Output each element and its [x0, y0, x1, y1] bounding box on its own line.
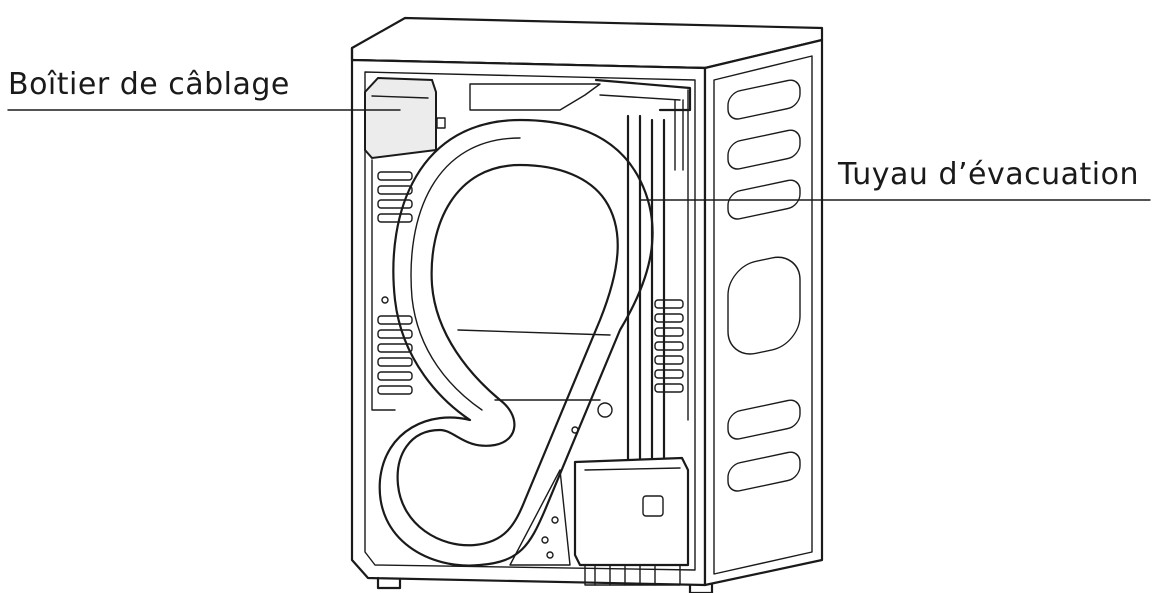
drain-hose	[594, 78, 692, 462]
drain-hose-label: Tuyau d’évacuation	[838, 157, 1140, 192]
back-panel-details	[371, 83, 689, 567]
callout-leaders	[7, 109, 1151, 201]
drum-ring	[378, 118, 654, 567]
wiring-box	[364, 76, 446, 160]
pump-box	[573, 456, 690, 586]
side-vent-slots	[727, 79, 801, 492]
right-louvers	[654, 299, 684, 393]
dryer-cabinet	[350, 16, 824, 593]
wiring-box-label: Boîtier de câblage	[8, 67, 290, 102]
left-louvers	[377, 171, 413, 395]
